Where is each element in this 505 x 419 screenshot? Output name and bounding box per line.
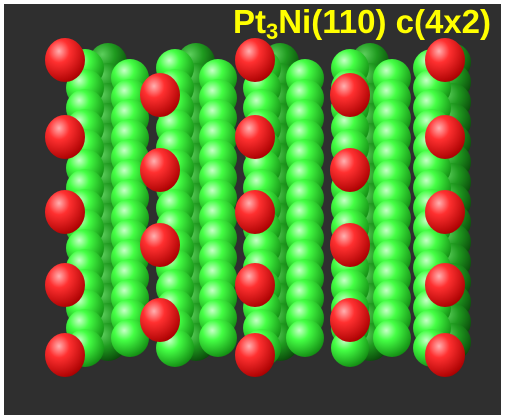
substrate-atom-front (199, 319, 237, 357)
surface-atom (235, 38, 275, 82)
surface-atom (425, 38, 465, 82)
surface-atom (235, 263, 275, 307)
surface-atom (425, 190, 465, 234)
surface-atom (330, 148, 370, 192)
substrate-atom-front (111, 319, 149, 357)
surface-atom (45, 190, 85, 234)
surface-atom (235, 115, 275, 159)
figure-title: Pt3Ni(110) c(4x2) (232, 2, 491, 44)
surface-atom (140, 223, 180, 267)
surface-atom (45, 263, 85, 307)
substrate-atom-front (373, 319, 411, 357)
surface-atom (140, 73, 180, 117)
substrate-atom-front (286, 319, 324, 357)
surface-atom-layer (45, 38, 465, 377)
surface-atom (140, 148, 180, 192)
surface-atom (45, 38, 85, 82)
surface-atom (45, 115, 85, 159)
surface-atom (45, 333, 85, 377)
surface-atom (330, 73, 370, 117)
surface-atom (235, 333, 275, 377)
surface-atom (330, 223, 370, 267)
surface-atom (425, 263, 465, 307)
surface-atom (140, 298, 180, 342)
surface-atom (425, 115, 465, 159)
title-rest: Ni(110) c(4x2) (278, 3, 491, 40)
surface-atom (330, 298, 370, 342)
surface-atom (425, 333, 465, 377)
surface-atom (235, 190, 275, 234)
title-subscript: 3 (265, 19, 279, 44)
title-pt: Pt (232, 3, 266, 40)
